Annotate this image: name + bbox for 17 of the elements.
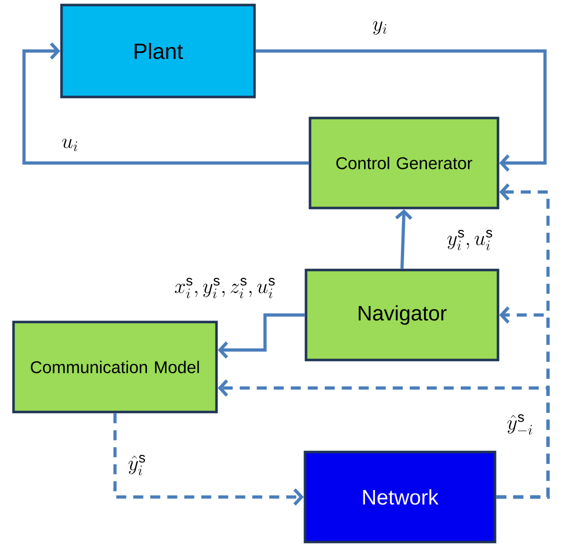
process-box: Network xyxy=(304,450,496,544)
plant-box: Plant xyxy=(60,4,256,98)
arrow xyxy=(218,313,305,359)
process-box: Communication Model xyxy=(12,320,218,414)
arrow xyxy=(395,209,412,269)
edge-label: $\hat{y}_{-i}^{\mathrm{s}}$ xyxy=(506,413,534,437)
arrow xyxy=(113,413,304,506)
edge-label: $x_i^{\mathrm{s}}, y_i^{\mathrm{s}}, z_i^{\mathrm{s}}, u_i^{\mathrm{s}}$ xyxy=(173,276,277,300)
edge-label: $y_i^{\mathrm{s}}, u_i^{\mathrm{s}}$ xyxy=(446,228,494,252)
arrow xyxy=(256,49,547,172)
edge-label: $y_i$ xyxy=(371,20,389,36)
edge-label: $u_i$ xyxy=(60,138,80,152)
arrow xyxy=(496,183,550,499)
edge-label: $\hat{y}_i^{\mathrm{s}}$ xyxy=(126,454,148,476)
process-box: Control Generator xyxy=(308,116,500,210)
arrow xyxy=(22,42,309,165)
process-box: Navigator xyxy=(304,268,500,362)
